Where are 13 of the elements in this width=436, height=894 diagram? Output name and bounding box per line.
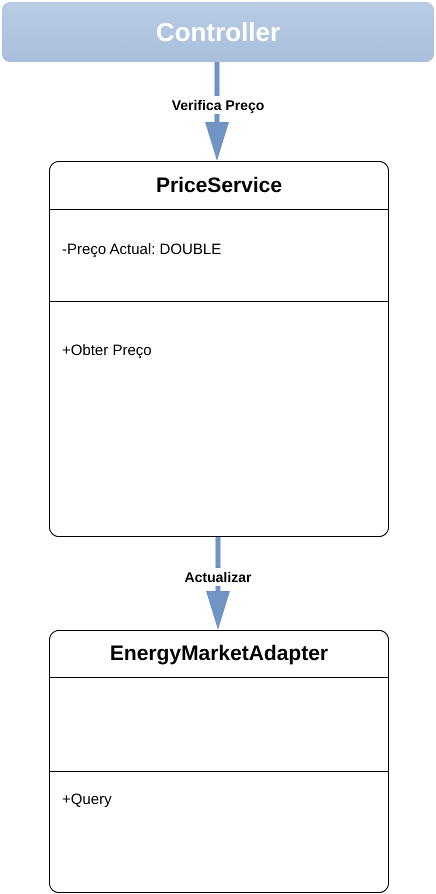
controller-band (2, 2, 434, 62)
class-member: -Preço Actual: DOUBLE (62, 241, 222, 258)
class-box (49, 161, 389, 537)
class-member: +Obter Preço (62, 342, 152, 359)
class-box (49, 630, 389, 893)
edge-label: Actualizar (182, 568, 254, 586)
class-name: EnergyMarketAdapter (110, 642, 328, 666)
arrow (205, 62, 229, 161)
class-name: PriceService (156, 174, 282, 198)
arrow (206, 537, 230, 630)
class-member: +Query (62, 791, 112, 808)
edge-label: Verifica Preço (170, 96, 266, 114)
band-title: Controller (156, 16, 280, 48)
